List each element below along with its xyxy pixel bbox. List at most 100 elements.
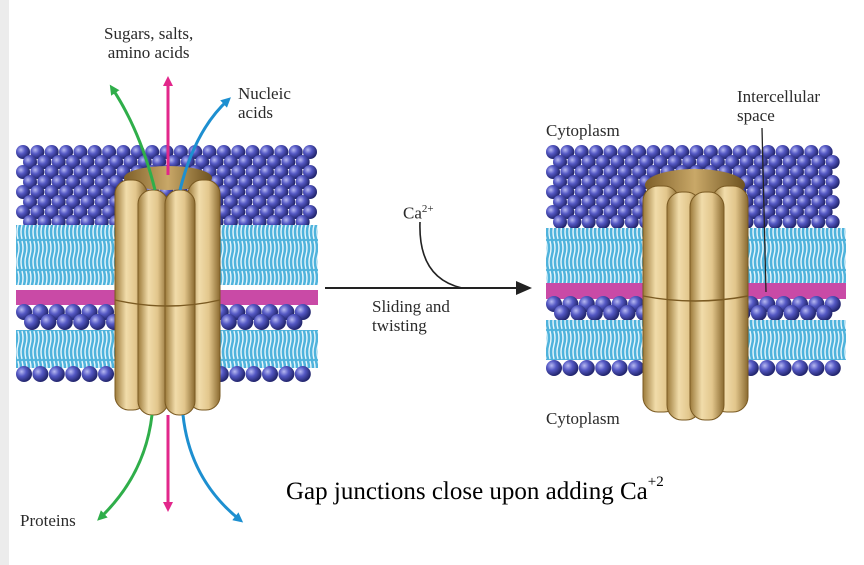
lipid-head [37,175,52,189]
lipid-head [553,215,567,229]
lipid-head [825,195,840,209]
lipid-head [596,155,611,169]
label-sliding-twisting: Sliding and twisting [372,297,450,335]
label-nucleic-acids: Nucleic acids [238,84,291,122]
lipid-head [783,305,800,321]
lipid-head [270,314,286,330]
lipid-head [589,165,604,179]
lipid-head [123,155,138,169]
lipid-head [553,195,567,209]
lipid-head [274,205,289,219]
lipid-head [546,360,562,376]
lipid-head [66,155,81,169]
lipid-head [295,175,310,189]
lipid-head [48,366,65,382]
lipid-head [73,185,88,199]
lipid-head [30,185,45,199]
calcium-arrow [419,221,463,289]
lipid-head [288,185,303,199]
label-calcium: Ca2+ [403,200,434,223]
caption-superscript: +2 [647,474,664,490]
lipid-head [281,155,296,169]
lipid-head [804,205,819,219]
lipid-head [303,165,317,179]
lipid-head [166,155,181,169]
lipid-head [610,155,625,169]
lipid-head [16,366,32,382]
lipid-head [16,165,30,179]
lipid-head [796,195,811,209]
lipid-head [281,175,296,189]
lipid-head [23,155,37,169]
lipid-head [567,175,582,189]
lipid-head [610,215,625,229]
lipid-head [303,205,317,219]
lipid-head [231,205,246,219]
arrow-up-blue [178,97,231,191]
lipid-head [581,175,596,189]
lipid-head [259,145,274,159]
lipid-head [825,155,840,169]
lipid-head [639,155,654,169]
lipid-head [782,195,797,209]
lipid-head [617,165,632,179]
lipid-head [696,155,711,169]
lipid-head [617,145,632,159]
lipid-head [44,145,59,159]
lipid-head [266,175,281,189]
lipid-head [617,185,632,199]
lipid-head [818,145,833,159]
lipid-head [237,314,254,330]
lipid-head [732,165,747,179]
lipid-head [145,145,160,159]
lipid-head [682,155,697,169]
lipid-head [746,185,761,199]
lipid-head [30,145,45,159]
lipid-head [825,175,840,189]
lipid-head [294,366,311,382]
lipid-head [589,145,604,159]
connexon-open [114,166,221,416]
lipid-head [768,195,783,209]
lipid-head [632,145,647,159]
lipid-head [789,165,804,179]
lipid-head [32,366,49,382]
lipid-head [611,360,628,376]
lipid-head [560,145,575,159]
lipid-head [818,165,833,179]
lipid-head [570,305,587,321]
lipid-head [253,314,270,330]
lipid-head [30,205,45,219]
lipid-head [286,314,303,330]
lipid-head [51,175,66,189]
lipid-head [562,360,579,376]
lipid-head [703,145,718,159]
lipid-head [223,155,238,169]
lipid-head [619,305,636,321]
lipid-head [89,314,106,330]
lipid-head [238,175,253,189]
lipid-head [811,155,826,169]
lipid-head [603,305,620,321]
lipid-head [804,185,819,199]
lipid-head [87,165,102,179]
lipid-head [245,205,260,219]
lipid-head [40,314,57,330]
lipid-head [553,155,567,169]
lipid-head [586,305,603,321]
lipid-head [603,205,618,219]
lipid-head [238,155,253,169]
lipid-head [94,175,109,189]
lipid-head [624,175,639,189]
lipid-head [825,215,840,229]
lipid-head [775,165,790,179]
lipid-head [209,155,224,169]
lipid-head [223,195,238,209]
lipid-head [220,314,237,330]
lipid-head [24,314,40,330]
lipid-head [259,205,274,219]
lipid-head [109,155,124,169]
lipid-head [746,205,761,219]
lipid-head [632,185,647,199]
lipid-head [44,165,59,179]
